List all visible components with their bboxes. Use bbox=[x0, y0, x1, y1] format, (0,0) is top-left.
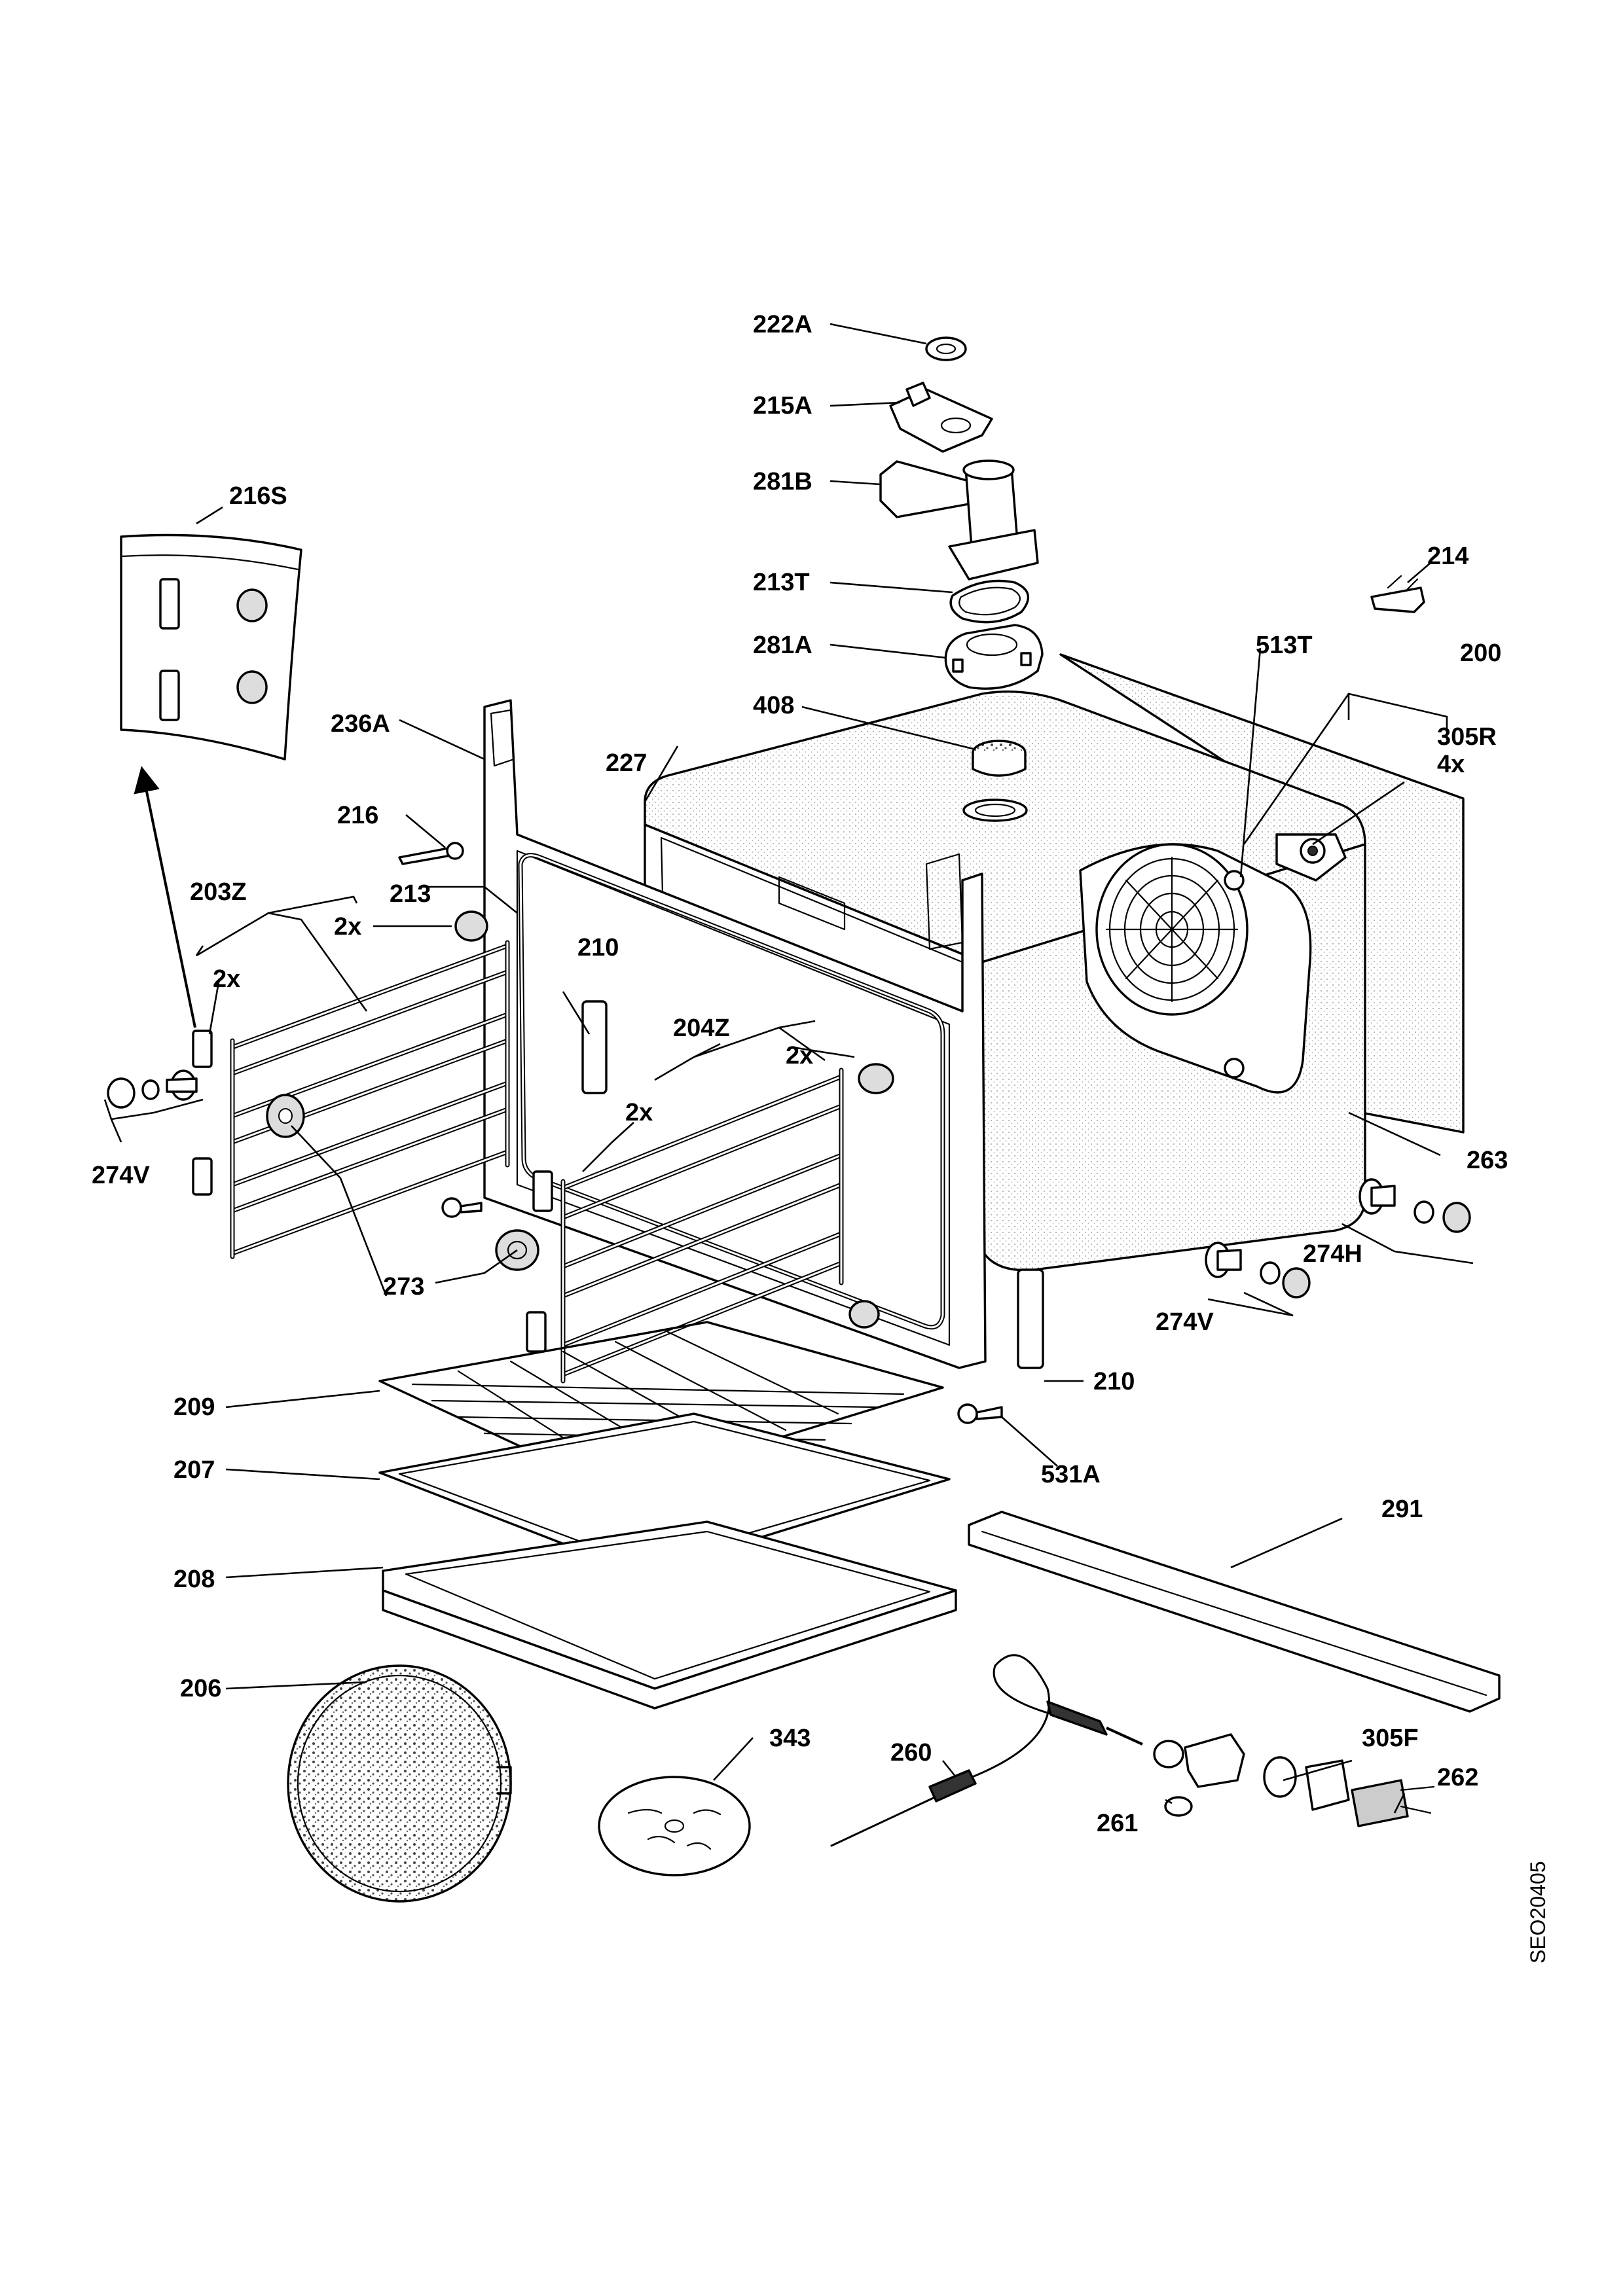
label-210-bottom: 210 bbox=[1093, 1368, 1135, 1395]
label-305F: 305F bbox=[1362, 1725, 1419, 1752]
fan-assembly bbox=[1079, 833, 1347, 1094]
meat-probe bbox=[830, 1654, 1143, 1847]
label-531A: 531A bbox=[1041, 1461, 1101, 1488]
label-213T: 213T bbox=[753, 569, 810, 596]
label-281B: 281B bbox=[753, 468, 812, 495]
probe-socket-assembly bbox=[1153, 1733, 1435, 1827]
label-209: 209 bbox=[173, 1393, 215, 1421]
left-shelf-rack bbox=[230, 940, 510, 1259]
drawing-code: SEO20405 bbox=[1526, 1861, 1550, 1964]
label-214: 214 bbox=[1427, 543, 1468, 570]
label-222A: 222A bbox=[753, 311, 812, 338]
label-227: 227 bbox=[606, 749, 647, 777]
label-216: 216 bbox=[337, 802, 378, 829]
label-236A: 236A bbox=[331, 710, 390, 738]
label-215A: 215A bbox=[753, 392, 812, 420]
label-200: 200 bbox=[1460, 639, 1501, 667]
part-labels: 222A 215A 281B 213T 281A 408 214 513T 20… bbox=[92, 311, 1550, 1964]
label-291: 291 bbox=[1381, 1496, 1423, 1523]
label-262: 262 bbox=[1437, 1764, 1478, 1791]
label-2x-a: 2x bbox=[334, 913, 361, 941]
label-263: 263 bbox=[1467, 1147, 1508, 1174]
label-206: 206 bbox=[180, 1675, 221, 1702]
label-343: 343 bbox=[769, 1725, 811, 1752]
label-2x-b: 2x bbox=[213, 965, 240, 993]
label-2x-c: 2x bbox=[786, 1042, 813, 1069]
label-305R: 305R bbox=[1437, 723, 1497, 751]
label-408: 408 bbox=[753, 692, 794, 719]
top-stack bbox=[879, 336, 1425, 777]
label-274V-right: 274V bbox=[1156, 1308, 1214, 1336]
label-513T: 513T bbox=[1256, 632, 1313, 659]
label-2x-d: 2x bbox=[625, 1099, 653, 1126]
fittings bbox=[107, 842, 1471, 1424]
trays bbox=[287, 1321, 1501, 1903]
label-281A: 281A bbox=[753, 632, 812, 659]
label-213: 213 bbox=[390, 880, 431, 908]
label-261: 261 bbox=[1097, 1810, 1138, 1837]
label-203Z: 203Z bbox=[190, 878, 247, 906]
label-208: 208 bbox=[173, 1566, 215, 1593]
detail-panel-216S bbox=[120, 533, 302, 1028]
label-207: 207 bbox=[173, 1456, 215, 1484]
label-273: 273 bbox=[383, 1273, 424, 1300]
label-204Z: 204Z bbox=[673, 1014, 730, 1042]
leader-lines bbox=[103, 323, 1474, 1814]
label-274H: 274H bbox=[1303, 1240, 1362, 1268]
label-210-top: 210 bbox=[577, 934, 619, 961]
label-4x-fan: 4x bbox=[1437, 751, 1465, 778]
label-216S: 216S bbox=[229, 482, 287, 510]
label-260: 260 bbox=[890, 1739, 932, 1767]
label-274V-left: 274V bbox=[92, 1162, 150, 1189]
